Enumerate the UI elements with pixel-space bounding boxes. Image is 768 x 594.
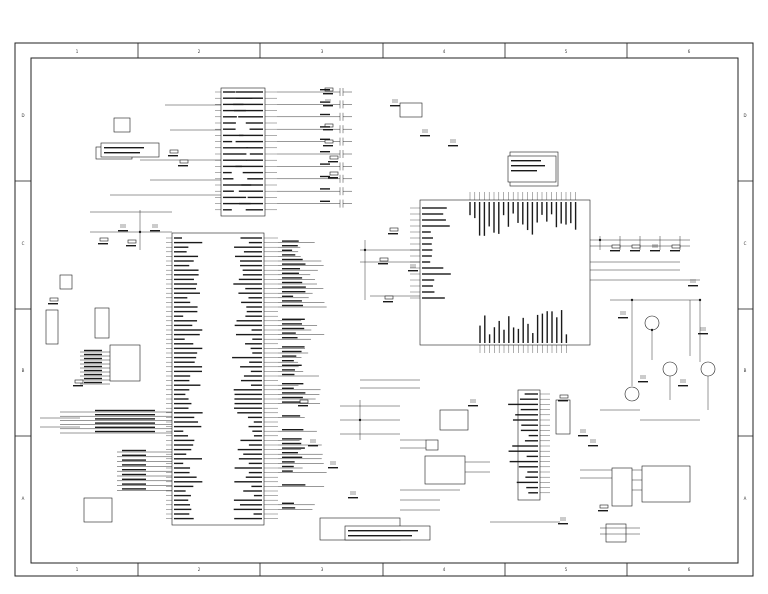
col-label: 3 xyxy=(321,567,324,572)
col-label: 5 xyxy=(565,49,568,54)
col-label: 4 xyxy=(443,567,446,572)
col-label: 2 xyxy=(198,567,201,572)
inner-frame xyxy=(30,57,739,564)
row-label: A xyxy=(744,496,747,501)
col-label: 6 xyxy=(688,49,691,54)
row-label: B xyxy=(22,368,25,373)
outer-frame xyxy=(14,42,754,577)
main-mcu-symbol xyxy=(166,232,278,526)
row-label: B xyxy=(744,368,747,373)
row-label: C xyxy=(22,241,25,246)
header-connector-symbol xyxy=(508,389,550,501)
column-labels-bottom: 1 2 3 4 5 6 xyxy=(76,567,691,572)
row-label: A xyxy=(22,496,25,501)
col-label: 4 xyxy=(443,49,446,54)
col-label: 1 xyxy=(76,567,79,572)
net-labels xyxy=(48,89,708,541)
row-labels-left: D C B A xyxy=(21,113,24,501)
radio-module-symbol xyxy=(410,151,591,353)
col-label: 5 xyxy=(565,567,568,572)
power-ic-symbol xyxy=(215,87,277,217)
small-ic-symbols xyxy=(45,102,633,543)
frame-ticks xyxy=(15,43,753,576)
col-label: 6 xyxy=(688,567,691,572)
col-label: 1 xyxy=(76,49,79,54)
col-label: 3 xyxy=(321,49,324,54)
row-label: C xyxy=(744,241,747,246)
row-label: D xyxy=(21,113,24,118)
passive-components xyxy=(49,87,706,521)
col-label: 2 xyxy=(198,49,201,54)
row-label: D xyxy=(743,113,746,118)
row-labels-right: D C B A xyxy=(743,113,746,501)
column-labels-top: 1 2 3 4 5 6 xyxy=(76,49,691,54)
